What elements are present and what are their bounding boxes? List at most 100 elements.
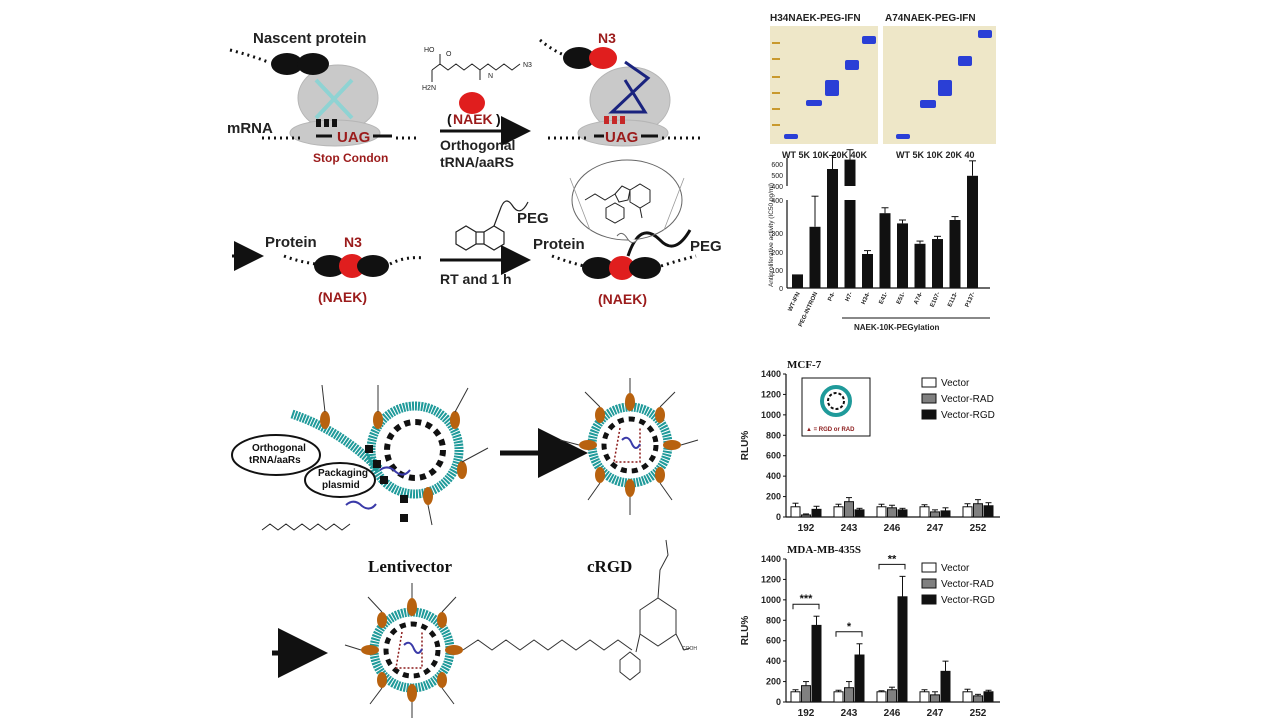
activity-x-tick: P137- xyxy=(965,291,977,308)
rlu-legend-label: Vector-RAD xyxy=(941,394,994,405)
rlu-bar xyxy=(919,691,930,703)
rlu-bar xyxy=(983,505,994,518)
rlu-bar xyxy=(919,506,930,518)
rlu-significance-bracket xyxy=(835,631,863,637)
activity-bar xyxy=(827,169,838,288)
rlu-bar xyxy=(973,503,983,518)
peg-label-reagent: PEG xyxy=(517,210,549,227)
rlu-legend-label: Vector-RGD xyxy=(941,595,995,606)
rlu-y-tick: 800 xyxy=(766,615,781,625)
dbco-structure xyxy=(455,200,529,251)
activity-y-tick: 100 xyxy=(771,268,783,275)
rlu-x-tick: 243 xyxy=(841,523,858,534)
rlu-x-tick: 252 xyxy=(970,523,987,534)
rlu-bar xyxy=(887,507,897,518)
gel-left xyxy=(770,26,878,144)
activity-bar xyxy=(862,254,873,288)
rlu-bar xyxy=(790,506,801,518)
rlu-bar xyxy=(833,506,844,518)
activity-x-tick: E107- xyxy=(930,291,942,308)
naek-ball xyxy=(459,92,485,114)
rlu-x-tick: 192 xyxy=(798,523,815,534)
activity-chart: 0100200300400400500600Antiproliferative … xyxy=(768,149,990,328)
rlu-x-tick: 192 xyxy=(798,708,815,719)
naek-structure xyxy=(431,54,521,82)
rlu-bar xyxy=(983,691,994,703)
rlu-bar xyxy=(973,695,983,703)
rlu-x-tick: 247 xyxy=(927,708,944,719)
n3-label-bottom: N3 xyxy=(344,234,362,250)
rlu-inset-core xyxy=(827,392,845,410)
rlu-bar xyxy=(876,506,887,518)
rlu-y-tick: 1000 xyxy=(761,410,781,420)
lentivector-label: Lentivector xyxy=(368,557,452,576)
rlu-inset-label: ▲ = RGD or RAD xyxy=(806,427,855,433)
rlu-x-tick: 246 xyxy=(884,523,901,534)
activity-bar xyxy=(932,239,943,288)
rlu-legend-swatch xyxy=(921,393,937,404)
rlu-legend-swatch xyxy=(921,562,937,573)
naek-n3-label: N3 xyxy=(523,62,532,69)
uag-codon-left: UAG xyxy=(337,129,370,146)
rlu-bar xyxy=(854,509,865,518)
rlu-bar xyxy=(833,691,844,703)
mda-chart: MDA-MB-435S0200400600800100012001400RLU%… xyxy=(740,544,1000,719)
naek-label-top: NAEK xyxy=(453,111,493,127)
rlu-bar xyxy=(940,670,951,703)
rlu-legend-label: Vector-RGD xyxy=(941,410,995,421)
activity-x-tick: WT-IFN xyxy=(788,291,802,312)
activity-bar xyxy=(914,243,926,288)
activity-bar xyxy=(844,200,856,288)
ribosome-right xyxy=(577,60,671,147)
rlu-legend-swatch xyxy=(921,594,937,605)
naek-h2n-label: H2N xyxy=(422,85,436,92)
orthogonal-trna-line2: tRNA/aaRs xyxy=(249,455,301,466)
rlu-bar xyxy=(930,511,940,518)
activity-y-tick: 200 xyxy=(771,250,783,257)
orthogonal-label-line1: Orthogonal xyxy=(440,137,515,153)
rlu-bar xyxy=(801,685,811,703)
rlu-y-tick: 1400 xyxy=(761,554,781,564)
rlu-y-tick: 400 xyxy=(766,656,781,666)
rlu-legend-label: Vector xyxy=(941,563,970,574)
rlu-y-tick: 600 xyxy=(766,451,781,461)
rlu-y-label: RLU% xyxy=(740,616,751,646)
activity-bar xyxy=(949,220,961,288)
activity-y-tick: 300 xyxy=(771,231,783,238)
activity-bar xyxy=(809,226,821,288)
rlu-y-tick: 400 xyxy=(766,471,781,481)
activity-x-tick: A74- xyxy=(913,291,924,305)
crgd-label: cRGD xyxy=(587,557,632,576)
rlu-bar xyxy=(790,691,801,703)
rlu-bar xyxy=(940,510,951,518)
rlu-bar xyxy=(897,509,908,518)
rlu-bar xyxy=(801,514,811,518)
gel-title-left: H34NAEK-PEG-IFN xyxy=(770,13,861,24)
gel-title-right: A74NAEK-PEG-IFN xyxy=(885,13,976,24)
peg-linker xyxy=(462,639,633,651)
ribosome-left xyxy=(289,64,381,147)
rlu-bar xyxy=(811,624,822,703)
rlu-legend-label: Vector-RAD xyxy=(941,579,994,590)
rlu-significance-label: * xyxy=(847,621,852,633)
packaging-plasmid-oval xyxy=(304,462,376,498)
naek-ho-label: HO xyxy=(424,47,435,54)
rlu-bar xyxy=(876,691,887,703)
gel-lanes-right: WT 5K 10K 20K 40 xyxy=(896,150,975,160)
rlu-significance-label: *** xyxy=(800,593,814,605)
naek-label-bottom-left: (NAEK) xyxy=(318,289,367,305)
rlu-significance-bracket xyxy=(878,563,906,570)
protein-label-left: Protein xyxy=(265,234,317,251)
rlu-legend-swatch xyxy=(921,409,937,420)
naek-o-label: O xyxy=(446,51,452,58)
activity-x-tick: E41- xyxy=(879,291,890,305)
nascent-protein-label: Nascent protein xyxy=(253,30,366,47)
rlu-y-tick: 0 xyxy=(776,697,781,707)
rlu-y-tick: 1400 xyxy=(761,369,781,379)
rlu-legend-swatch xyxy=(921,578,937,589)
rlu-bar xyxy=(854,654,865,703)
activity-bar xyxy=(967,175,978,288)
activity-x-tick: H7- xyxy=(845,291,855,302)
